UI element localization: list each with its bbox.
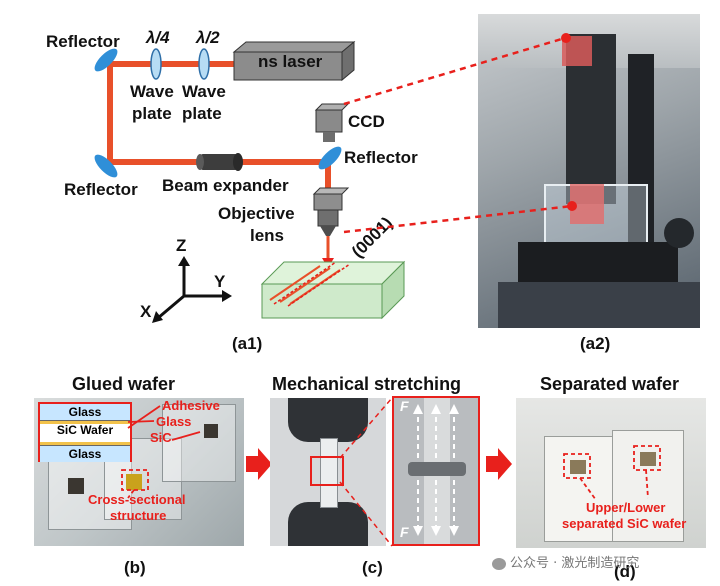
label-beam-expander: Beam expander (162, 176, 289, 195)
caption-c: (c) (362, 558, 383, 577)
lower-grip (288, 502, 368, 546)
wechat-icon (492, 557, 506, 570)
specimen (320, 438, 338, 508)
stack-glass-bottom: Glass (40, 445, 130, 462)
zoom-source-box (310, 456, 344, 486)
caption-d: (d) (614, 562, 636, 581)
reflector-top-left-mirror (94, 48, 118, 72)
arrow-c-to-d (486, 448, 512, 480)
ns-laser-box (232, 40, 356, 82)
panel-b-pointers (121, 405, 201, 499)
watermark: 公众号 · 激光制造研究 (492, 552, 639, 571)
label-objective-line2: lens (250, 226, 285, 245)
stack-sic-wafer: SiC Wafer (40, 421, 130, 445)
half-wave-plate (198, 48, 210, 80)
beam-expander (196, 153, 243, 171)
panel-b-title: Glued wafer (72, 374, 176, 394)
sic-square-1 (68, 478, 84, 494)
label-sic: SiC (150, 430, 172, 445)
sic-square-3 (204, 424, 218, 438)
quarter-wave-plate (150, 48, 162, 80)
sample-block (260, 260, 406, 320)
label-note-line2: separated SiC wafer (562, 516, 687, 531)
layer-stack-diagram: Glass SiC Wafer Glass (38, 402, 132, 462)
coordinate-axes (152, 256, 232, 323)
xy-stage (518, 242, 678, 282)
label-cross-line2: structure (110, 508, 167, 523)
label-quarter-wave: λ/4 (146, 28, 170, 47)
stage-base (498, 282, 700, 328)
reflector-right-mirror (318, 146, 342, 170)
stretching-machine-photo (270, 398, 386, 546)
label-axis-x: X (140, 302, 152, 321)
side-column (628, 54, 654, 254)
objective-lens (312, 187, 350, 236)
force-arrows (413, 404, 459, 536)
arrow-b-to-c (246, 448, 272, 480)
label-axis-z: Z (176, 236, 187, 255)
label-objective-line1: Objective (218, 204, 295, 223)
label-glass: Glass (156, 414, 192, 429)
label-reflector-right: Reflector (344, 148, 418, 167)
label-force-top: F (400, 398, 409, 414)
label-wave-plate-2-line1: Wave (182, 82, 226, 101)
caption-a1: (a1) (232, 334, 263, 353)
label-reflector-bottom-left: Reflector (64, 180, 138, 199)
label-reflector-top-left: Reflector (46, 32, 120, 51)
label-laser: ns laser (258, 52, 323, 71)
label-adhesive: Adhesive (162, 398, 220, 413)
upper-wafer (570, 460, 586, 474)
zoom-clamp (408, 462, 466, 476)
panel-d-title: Separated wafer (540, 374, 680, 394)
sic-square-2 (126, 474, 142, 490)
watermark-text: 公众号 · 激光制造研究 (510, 556, 640, 571)
separated-wafer-photo (516, 398, 706, 548)
label-force-bottom: F (400, 524, 409, 540)
caption-a2: (a2) (580, 334, 611, 353)
label-wave-plate-1-line1: Wave (130, 82, 174, 101)
connector-lines (343, 33, 577, 234)
upper-grip (288, 398, 368, 442)
optical-setup-schematic (94, 40, 406, 323)
label-wave-plate-2-line2: plate (182, 104, 222, 123)
label-note-line1: Upper/Lower (586, 500, 666, 515)
ccd-camera (314, 103, 350, 142)
label-wave-plate-1-line2: plate (132, 104, 172, 123)
reflector-bottom-left-mirror (94, 154, 118, 178)
panel-c-title: Mechanical stretching (272, 374, 462, 394)
label-ccd: CCD (348, 112, 385, 131)
stack-glass-top: Glass (40, 404, 130, 421)
lower-wafer (640, 452, 656, 466)
caption-b: (b) (124, 558, 146, 577)
apparatus-photo (478, 14, 700, 328)
label-half-wave: λ/2 (196, 28, 220, 47)
label-cross-line1: Cross-sectional (88, 492, 186, 507)
glass-sample-3 (162, 404, 236, 482)
side-knob (664, 218, 694, 248)
label-axis-y: Y (214, 272, 226, 291)
